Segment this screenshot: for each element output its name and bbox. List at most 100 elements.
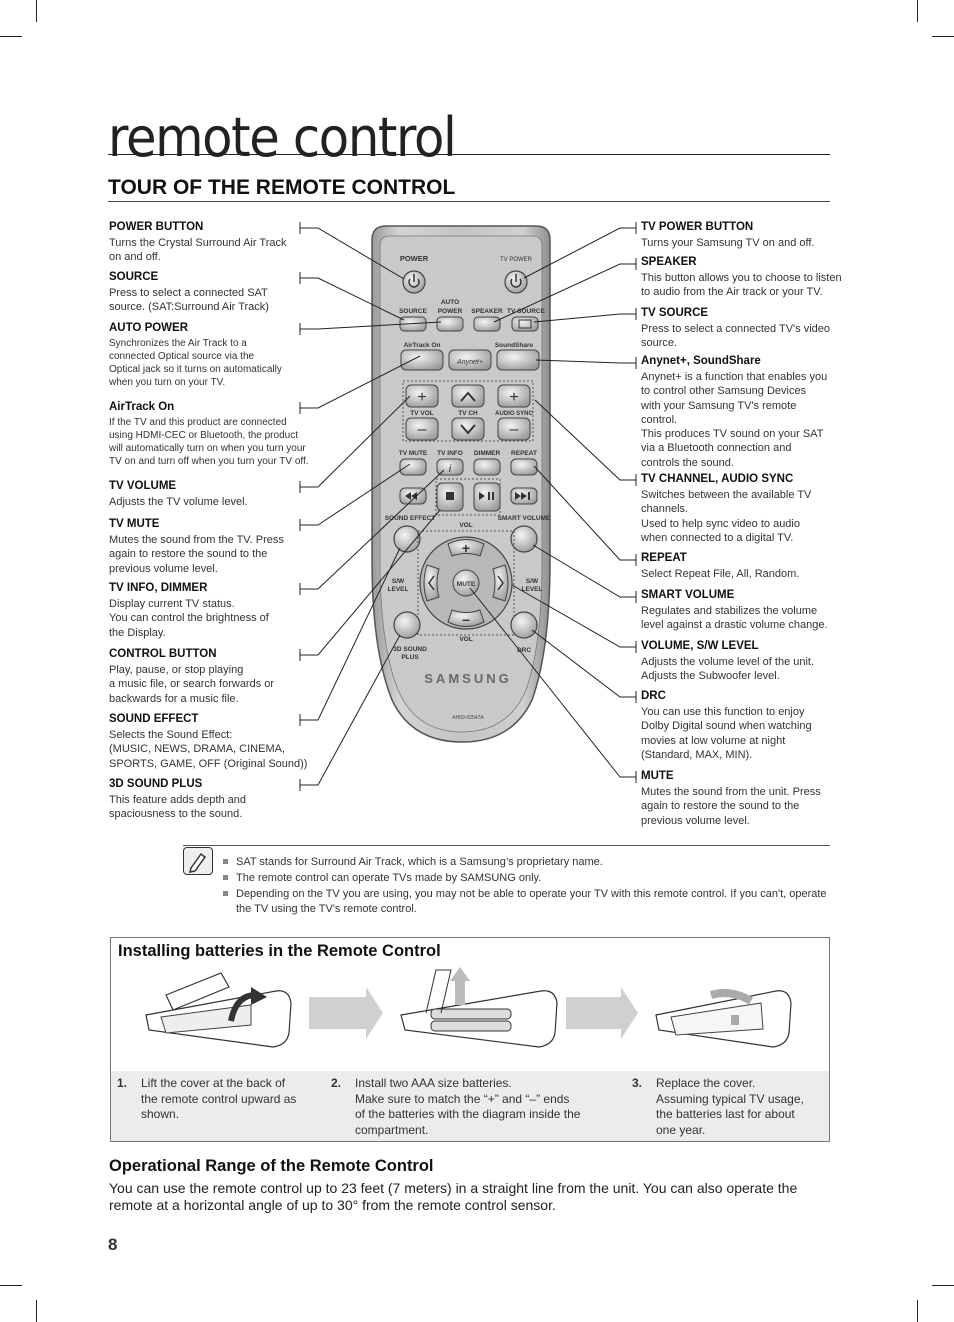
- step-text: Install two AAA size batteries. Make sur…: [355, 1076, 581, 1137]
- auto-label: AUTO: [441, 299, 459, 306]
- desc-tv-info-dimmer: TV INFO, DIMMER Display current TV status…: [109, 582, 319, 640]
- item-desc: Display current TV status. You can contr…: [109, 598, 269, 639]
- anynet-button: [448, 349, 492, 371]
- mute-button: [452, 569, 480, 597]
- item-heading: POWER BUTTON: [109, 221, 204, 233]
- source-label: SOURCE: [399, 308, 427, 315]
- tv-ch-label: TV CH: [458, 410, 478, 417]
- note-item: The remote control can operate TVs made …: [222, 871, 832, 886]
- volume-down-button: [447, 609, 485, 627]
- item-desc: Adjusts the volume level of the unit. Ad…: [641, 656, 815, 683]
- item-heading: TV POWER BUTTON: [641, 221, 754, 233]
- auto-power-button: [436, 316, 464, 332]
- plus-icon: +: [509, 389, 518, 406]
- sw-level-down-button: [423, 564, 440, 602]
- drc-label: DRC: [517, 647, 531, 654]
- chapter-title: remote control: [108, 106, 457, 169]
- sw-level-right-label-2: LEVEL: [522, 586, 543, 593]
- forward-icon: [515, 492, 527, 500]
- desc-volume-sw-level: VOLUME, S/W LEVEL Adjusts the volume leve…: [641, 640, 851, 684]
- dimmer-button: [473, 458, 501, 476]
- desc-smart-volume: SMART VOLUME Regulates and stabilizes the…: [641, 589, 851, 633]
- item-heading: TV INFO, DIMMER: [109, 582, 208, 594]
- step-text: Lift the cover at the back of the remote…: [141, 1076, 297, 1122]
- vol-top-label: VOL: [459, 522, 472, 529]
- item-heading: SPEAKER: [641, 256, 697, 268]
- item-desc: If the TV and this product are connected…: [109, 417, 309, 467]
- arrow-right-icon: [309, 987, 383, 1039]
- sound-effect-button: [393, 525, 421, 553]
- item-desc: Press to select a connected TV's video s…: [641, 323, 830, 350]
- stop-icon: [446, 492, 454, 500]
- item-heading: SMART VOLUME: [641, 589, 735, 601]
- item-heading: DRC: [641, 690, 666, 702]
- smart-volume-label: SMART VOLUME: [498, 515, 551, 522]
- brand-logo: SAMSUNG: [424, 671, 511, 686]
- battery-steps-strip: [111, 1071, 829, 1141]
- step-text: Replace the cover. Assuming typical TV u…: [656, 1076, 804, 1137]
- crop-mark: [932, 36, 954, 37]
- tv-power-button: [504, 270, 528, 294]
- tv-source-button: [511, 316, 539, 332]
- tv-ch-down-button: [451, 417, 485, 441]
- model-number: AH59-02547A: [452, 715, 484, 721]
- desc-tv-source: TV SOURCE Press to select a connected TV'…: [641, 307, 851, 351]
- tv-mute-button: [399, 458, 427, 476]
- info-icon: i: [449, 463, 452, 475]
- sw-level-left-label: S/W: [392, 578, 405, 585]
- leader-lines-left: [299, 222, 445, 791]
- item-desc: Turns the Crystal Surround Air Track on …: [109, 237, 287, 264]
- tv-vol-label: TV VOL: [410, 410, 434, 417]
- battery-illustrations: [145, 967, 792, 1048]
- tv-group-frame: [402, 380, 534, 442]
- play-icon: [479, 492, 485, 500]
- plus-sub-label: PLUS: [401, 654, 419, 661]
- airtrack-on-button: [400, 349, 444, 371]
- vol-bottom-label: VOL: [459, 636, 472, 643]
- item-desc: Synchronizes the Air Track to a connecte…: [109, 338, 282, 388]
- chevron-up-icon: [460, 391, 476, 402]
- page-number: 8: [108, 1235, 118, 1254]
- item-desc: This feature adds depth and spaciousness…: [109, 794, 246, 821]
- chevron-down-icon: [460, 424, 476, 435]
- item-heading: REPEAT: [641, 552, 687, 564]
- item-heading: AirTrack On: [109, 401, 175, 413]
- notes-rule: [183, 845, 830, 846]
- step-number: 3.: [632, 1076, 643, 1090]
- audio-sync-label: AUDIO SYNC: [495, 411, 533, 417]
- tv-ch-up-button: [451, 384, 485, 408]
- title-rule: [108, 154, 830, 155]
- tv-source-icon: [518, 319, 532, 329]
- item-heading: TV SOURCE: [641, 307, 709, 319]
- operational-range-text: You can use the remote control up to 23 …: [109, 1180, 798, 1213]
- chevron-right-icon: [497, 575, 504, 591]
- crop-mark: [932, 1285, 954, 1286]
- notes-list: SAT stands for Surround Air Track, which…: [222, 855, 832, 917]
- mute-label: MUTE: [457, 581, 476, 588]
- item-heading: VOLUME, S/W LEVEL: [641, 640, 759, 652]
- plus-icon: +: [417, 389, 426, 406]
- tv-mute-label: TV MUTE: [399, 450, 428, 457]
- power-sub-label: POWER: [438, 308, 463, 315]
- anynet-label: Anynet+: [456, 359, 483, 366]
- arrow-right-icon: [566, 987, 638, 1039]
- soundshare-button: [496, 349, 540, 371]
- power-label: POWER: [400, 254, 429, 263]
- repeat-label: REPEAT: [511, 450, 537, 457]
- tv-info-label: TV INFO: [437, 450, 463, 457]
- battery-instructions-box: [110, 937, 830, 1142]
- item-desc: Press to select a connected SAT source. …: [109, 287, 269, 314]
- item-desc: Mutes the sound from the unit. Press aga…: [641, 786, 821, 827]
- note-pencil-icon: [183, 847, 213, 875]
- item-desc: Regulates and stabilizes the volume leve…: [641, 605, 828, 632]
- play-pause-button: [473, 482, 501, 512]
- dimmer-label: DIMMER: [474, 450, 501, 457]
